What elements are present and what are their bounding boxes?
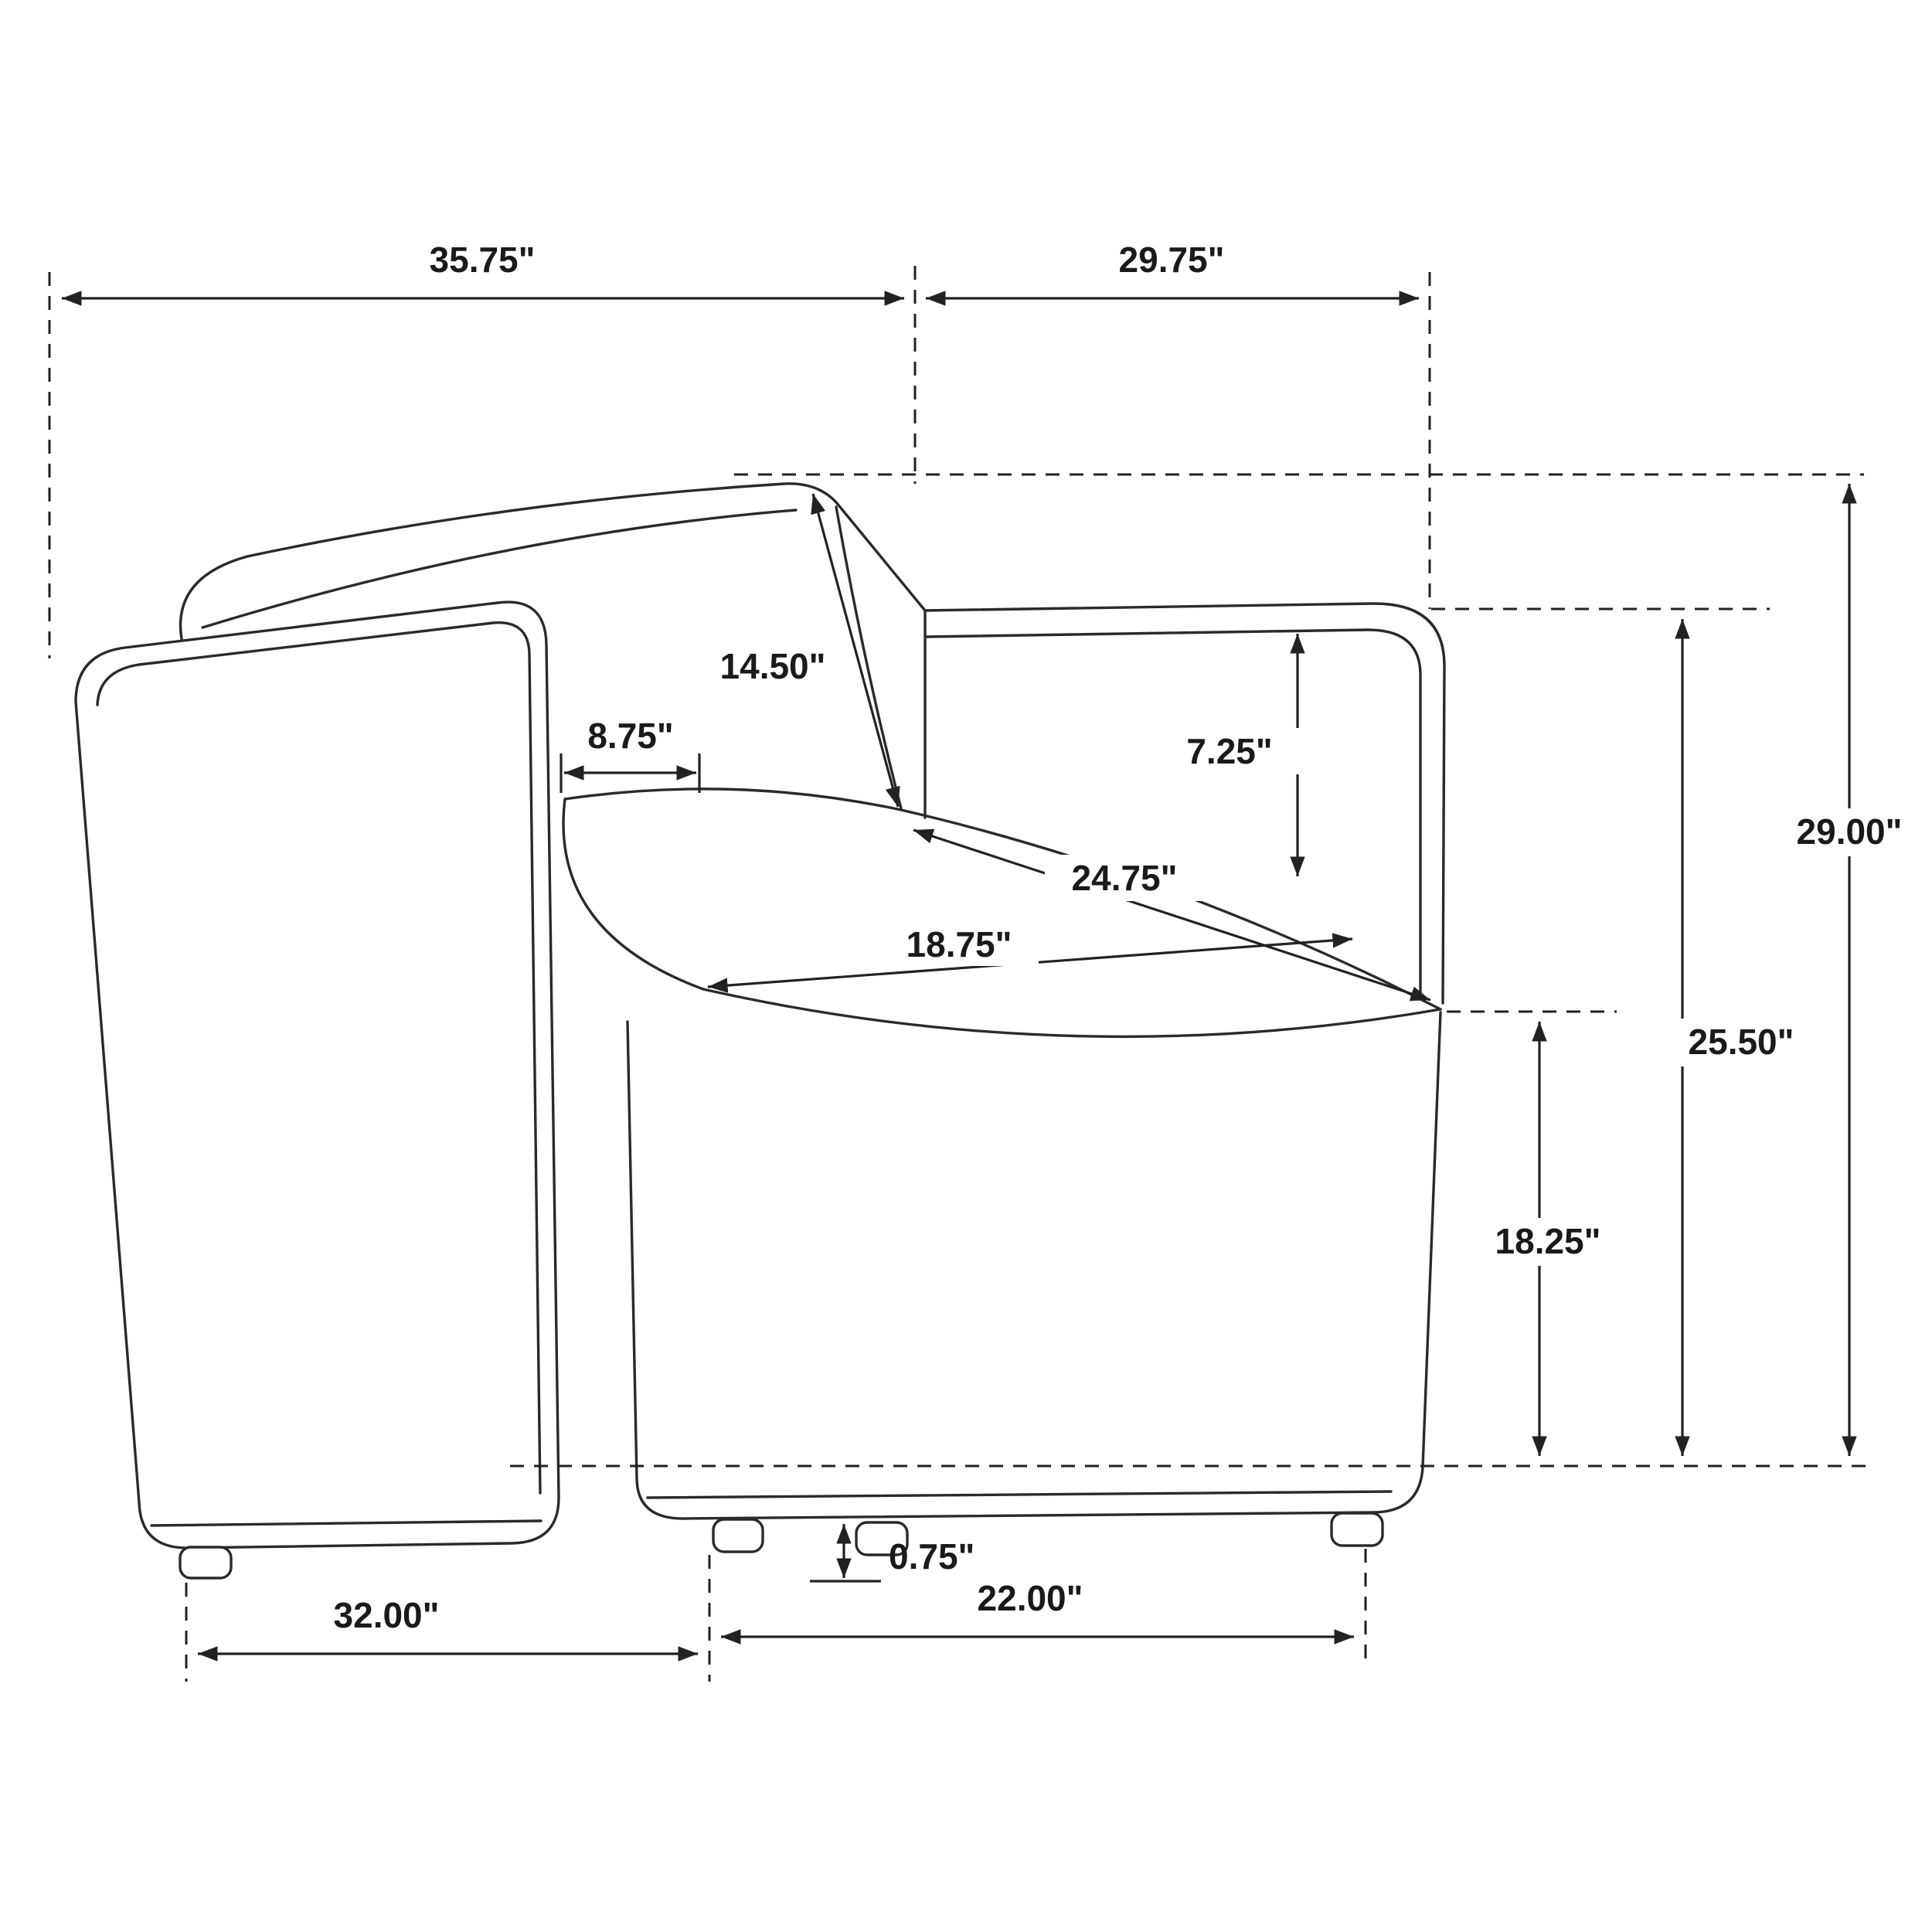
dimension-overall-width-top (926, 272, 1431, 609)
chair-seat-left-corner (562, 798, 705, 991)
dimension-overall-depth-top (48, 266, 917, 658)
label-bg-24-75 (1045, 855, 1204, 901)
label-bg-18-75 (879, 921, 1039, 966)
chair-left-panel-bottom-piping (150, 1519, 543, 1527)
dimension-line-14-50 (811, 493, 900, 808)
dimension-leg-height (810, 1524, 881, 1583)
label-base-depth: 32.00" (334, 1595, 440, 1635)
chair-drawing (74, 482, 1446, 1580)
dimension-arm-thickness (560, 753, 701, 793)
chair-front-base-piping (646, 1490, 1393, 1499)
label-seat-width: 18.75" (906, 924, 1012, 964)
label-bg-14-50 (694, 643, 852, 689)
chair-backrest-outline (179, 482, 927, 645)
label-base-width: 22.00" (978, 1578, 1083, 1618)
chair-foot-front-right (1330, 1512, 1384, 1547)
dimension-base-depth (185, 1555, 711, 1682)
label-bg-7-25 (1156, 728, 1303, 774)
label-overall-depth-top: 35.75" (430, 240, 536, 280)
dimension-base-width (721, 1549, 1367, 1662)
label-arm-thickness: 8.75" (587, 716, 673, 756)
chair-foot-front-left (712, 1518, 764, 1553)
label-bg-25-50 (1662, 1019, 1821, 1066)
label-bg-18-25 (1468, 1218, 1628, 1266)
dimension-overall-height (510, 473, 1869, 1468)
label-overall-width-top: 29.75" (1119, 240, 1225, 280)
dimension-back-cushion (811, 493, 900, 808)
chair-seat-back-edge (563, 787, 903, 811)
label-overall-height: 29.00" (1797, 811, 1903, 852)
dimension-annotations: 35.75" 29.75" 29.00" 25.50" 18.25" 14.50… (48, 240, 1929, 1682)
chair-seat-front-edge (702, 988, 1442, 1039)
chair-left-panel (74, 600, 560, 1549)
chair-right-arm-piping (925, 628, 1422, 1000)
label-back-cushion: 14.50" (720, 646, 826, 686)
chair-backrest-piping (201, 509, 798, 629)
label-seat-depth: 24.75" (1072, 858, 1178, 898)
chair-right-arm-outline (923, 602, 1446, 1005)
label-bg-29-00 (1770, 808, 1929, 856)
label-arm-height: 25.50" (1689, 1022, 1794, 1062)
chair-left-panel-piping (96, 621, 542, 1495)
chair-foot-back-left (179, 1546, 233, 1580)
label-side-height: 18.25" (1495, 1221, 1601, 1261)
chair-front-base (626, 1011, 1442, 1520)
label-arm-to-seat: 7.25" (1186, 731, 1272, 771)
label-leg-height: 0.75" (889, 1536, 975, 1577)
chair-foot-front-center (855, 1521, 909, 1556)
chair-seat-right-edge (900, 808, 1442, 1011)
